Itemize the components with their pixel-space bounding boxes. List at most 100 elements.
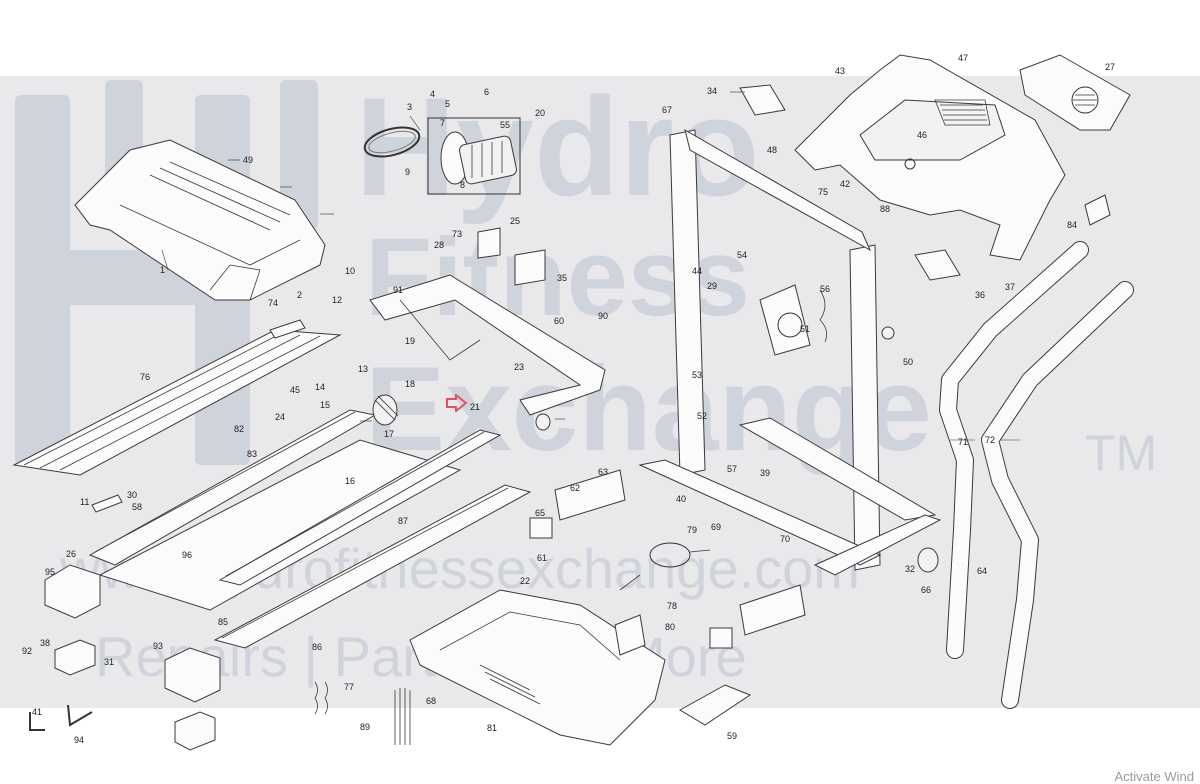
label-38: 38 (40, 638, 50, 648)
handrails (939, 241, 1134, 709)
label-11: 11 (80, 497, 89, 507)
motor-controller (759, 284, 811, 356)
extension-springs (314, 681, 328, 715)
foot-covers (44, 564, 221, 751)
label-18: 18 (405, 379, 415, 389)
label-29: 29 (707, 281, 717, 291)
label-39: 39 (760, 468, 770, 478)
clip-56 (819, 289, 828, 343)
label-27: 27 (1105, 62, 1115, 72)
upright-frame (369, 274, 606, 416)
label-20: 20 (535, 108, 545, 118)
base-plate (98, 439, 462, 611)
label-34: 34 (707, 86, 717, 96)
label-23: 23 (514, 362, 524, 372)
label-74: 74 (268, 298, 278, 308)
elevation-frame-62 (554, 469, 626, 521)
label-68: 68 (426, 696, 436, 706)
fan-84 (1084, 194, 1111, 226)
label-17: 17 (384, 429, 394, 439)
grip-11 (91, 494, 123, 513)
wheel-12 (535, 413, 551, 431)
label-1: 1 (160, 265, 165, 275)
label-82: 82 (234, 424, 244, 434)
label-90: 90 (598, 311, 608, 321)
label-51: 51 (800, 324, 810, 334)
label-86: 86 (312, 642, 322, 652)
transformer-73 (477, 227, 501, 259)
drive-belt (363, 126, 421, 158)
label-30: 30 (127, 490, 137, 500)
label-41: 41 (32, 707, 42, 717)
upright-tower-frame (638, 128, 942, 576)
label-52: 52 (697, 411, 707, 421)
label-12: 12 (332, 295, 342, 305)
label-44: 44 (692, 266, 702, 276)
label-96: 96 (182, 550, 192, 560)
label-3: 3 (407, 102, 412, 112)
label-46: 46 (917, 130, 927, 140)
label-4: 4 (430, 89, 435, 99)
grommet-50 (881, 326, 895, 340)
label-58: 58 (132, 502, 142, 512)
foot-65b (709, 627, 733, 649)
label-62: 62 (570, 483, 580, 493)
label-95: 95 (45, 567, 55, 577)
label-21: 21 (470, 402, 480, 412)
wheel-66 (917, 547, 939, 573)
label-63: 63 (598, 467, 608, 477)
label-7: 7 (440, 118, 445, 128)
leader-lines (161, 91, 1020, 441)
label-69: 69 (711, 522, 721, 532)
label-8: 8 (460, 180, 465, 190)
label-93: 93 (153, 641, 163, 651)
label-76: 76 (140, 372, 150, 382)
bracket-34 (739, 84, 786, 116)
label-78: 78 (667, 601, 677, 611)
motor-hood (74, 139, 326, 301)
deck-rail-piece (269, 319, 306, 339)
speaker-cover (1019, 54, 1131, 131)
label-31: 31 (104, 657, 114, 667)
label-85: 85 (218, 617, 228, 627)
label-84: 84 (1067, 220, 1077, 230)
label-89: 89 (360, 722, 370, 732)
console (794, 54, 1066, 261)
label-91: 91 (393, 285, 403, 295)
part-labels: 1 2 3 4 5 6 7 8 9 10 11 12 13 14 15 16 1… (22, 53, 1115, 745)
label-10: 10 (345, 266, 355, 276)
label-13: 13 (358, 364, 368, 374)
label-19: 19 (405, 336, 415, 346)
label-72: 72 (985, 435, 995, 445)
label-79: 79 (687, 525, 697, 535)
activate-windows-notice: Activate Wind (1114, 769, 1194, 784)
highlight-arrow-shape (446, 394, 468, 412)
label-64: 64 (977, 566, 987, 576)
label-75: 75 (818, 187, 828, 197)
label-6: 6 (484, 87, 489, 97)
label-94: 94 (74, 735, 84, 745)
label-59: 59 (727, 731, 737, 741)
label-67: 67 (662, 105, 672, 115)
label-32: 32 (905, 564, 915, 574)
label-57: 57 (727, 464, 737, 474)
label-24: 24 (275, 412, 285, 422)
label-87: 87 (398, 516, 408, 526)
label-36: 36 (975, 290, 985, 300)
label-54: 54 (737, 250, 747, 260)
elevation-bracket (679, 684, 752, 726)
label-83: 83 (247, 449, 257, 459)
label-35: 35 (557, 273, 567, 283)
label-43: 43 (835, 66, 845, 76)
allen-wrenches (29, 704, 93, 731)
label-9: 9 (405, 167, 410, 177)
elevation-frame-62b (739, 584, 806, 636)
label-77: 77 (344, 682, 354, 692)
label-48: 48 (767, 145, 777, 155)
label-14: 14 (315, 382, 325, 392)
label-5: 5 (445, 99, 450, 109)
label-61: 61 (537, 553, 547, 563)
center-frame-rail (218, 429, 502, 586)
label-80: 80 (665, 622, 675, 632)
